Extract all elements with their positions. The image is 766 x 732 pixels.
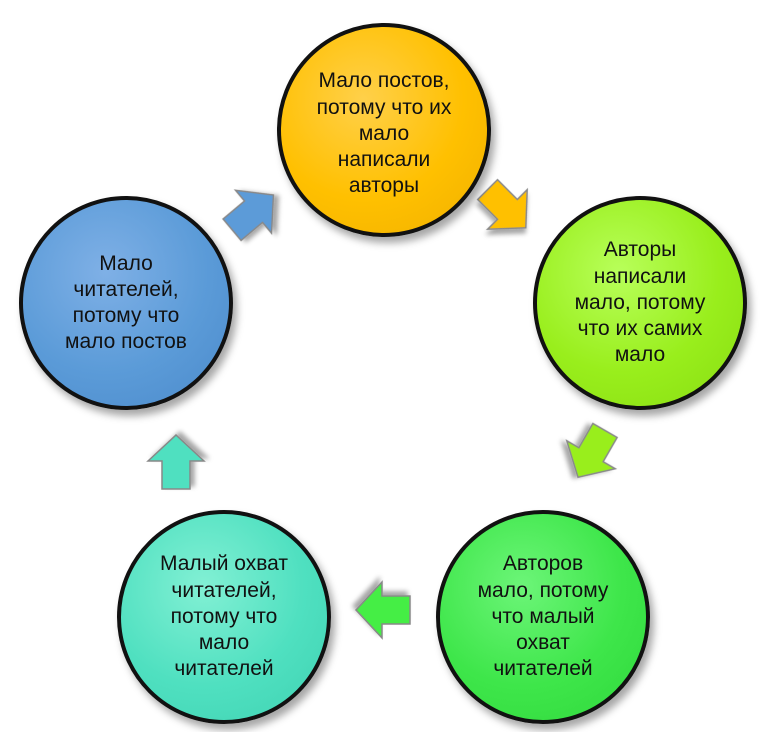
node-top-text: Мало постов, потому что их мало написали… [316, 69, 452, 198]
arrow-left-to-top-shape [222, 189, 275, 242]
arrow-bottom-right-to-bottom-left-shape [354, 580, 411, 640]
node-bottom-left-text: Малый охват читателей, потому что мало ч… [159, 552, 289, 681]
arrow-bottom-right-to-bottom-left [354, 580, 411, 640]
arrow-bottom-left-to-left [146, 433, 206, 490]
node-left: Мало читателей, потому что мало постов [19, 196, 233, 410]
node-top: Мало постов, потому что их мало написали… [277, 23, 491, 237]
arrow-bottom-left-to-left-shape [146, 433, 206, 490]
arrow-right-to-bottom-right-shape [565, 422, 619, 479]
node-right: Авторы написали мало, потому что их сами… [533, 196, 747, 410]
node-bottom-right: Авторов мало, потому что малый охват чит… [436, 510, 650, 724]
arrow-top-to-right-shape [476, 178, 529, 231]
arrow-left-to-top [222, 189, 275, 242]
node-left-text: Мало читателей, потому что мало постов [65, 251, 187, 354]
arrow-right-to-bottom-right [565, 422, 619, 479]
node-right-text: Авторы написали мало, потому что их сами… [574, 238, 706, 367]
arrow-top-to-right [476, 178, 529, 231]
node-bottom-left: Малый охват читателей, потому что мало ч… [117, 510, 331, 724]
node-bottom-right-text: Авторов мало, потому что малый охват чит… [477, 552, 609, 681]
